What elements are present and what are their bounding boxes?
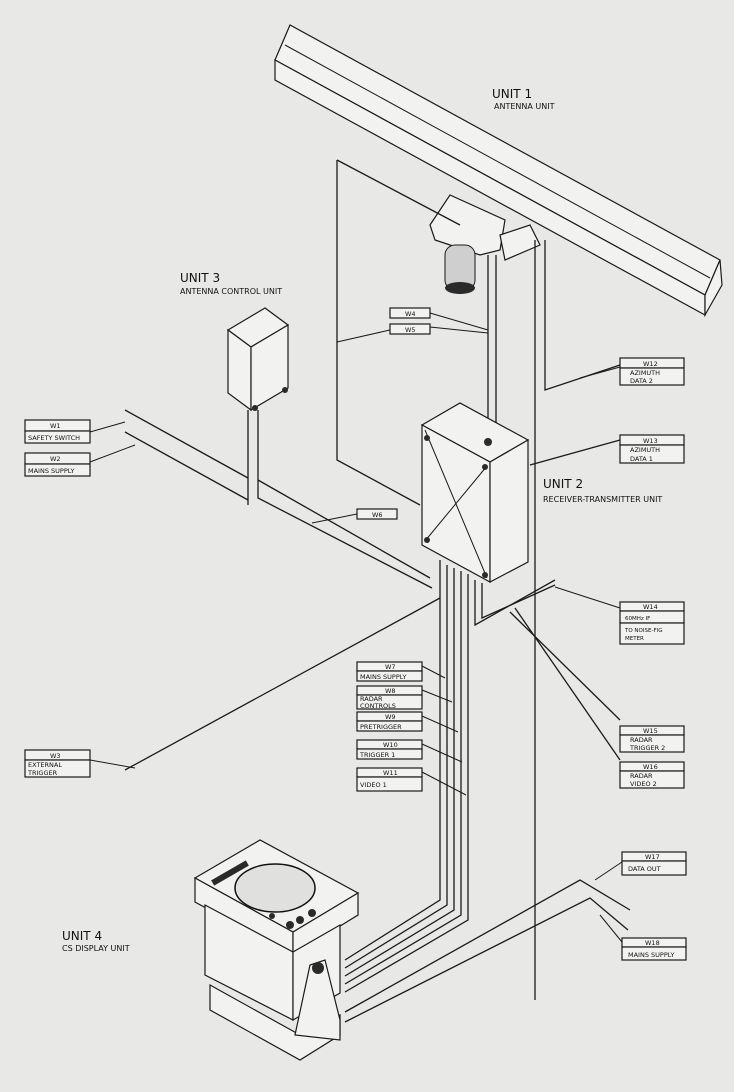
cable-tag-w1: W1 SAFETY SWITCH bbox=[24, 419, 126, 444]
cable-tag-w14: W14 60MHz IF TO NOISE-FIG METER bbox=[554, 586, 685, 645]
w9-id: W9 bbox=[385, 713, 396, 721]
w10-id: W10 bbox=[383, 741, 398, 749]
acu-front bbox=[250, 323, 289, 412]
cable-tag-w11: W11 VIDEO 1 bbox=[356, 767, 467, 796]
w13-id: W13 bbox=[643, 437, 658, 445]
w12-desc1: AZIMUTH bbox=[630, 369, 660, 377]
cable-tag-w7: W7 MAINS SUPPLY bbox=[356, 661, 446, 682]
antenna-bracket bbox=[499, 224, 541, 261]
cable-tag-w13: W13 AZIMUTH DATA 1 bbox=[619, 434, 685, 464]
w14-id: W14 bbox=[643, 603, 658, 611]
w4-id: W4 bbox=[405, 310, 416, 318]
cable-runs bbox=[124, 159, 631, 1023]
cable-tag-w18: W18 MAINS SUPPLY bbox=[599, 914, 687, 961]
w3-desc1: EXTERNAL bbox=[28, 761, 62, 769]
unit1-subtitle: ANTENNA UNIT bbox=[494, 102, 555, 111]
cable-tag-w12: W12 AZIMUTH DATA 2 bbox=[579, 357, 685, 386]
w13-desc2: DATA 1 bbox=[630, 455, 653, 463]
w15-id: W15 bbox=[643, 727, 658, 735]
w9-desc: PRETRIGGER bbox=[360, 723, 402, 731]
display-stand bbox=[294, 959, 341, 1041]
w3-desc2: TRIGGER bbox=[27, 769, 58, 777]
unit1-title: UNIT 1 bbox=[492, 87, 532, 101]
w8-desc1: RADAR bbox=[360, 695, 383, 703]
w6-id: W6 bbox=[372, 511, 383, 519]
w12-desc2: DATA 2 bbox=[630, 377, 653, 385]
cable-tag-w9: W9 PRETRIGGER bbox=[356, 711, 459, 733]
w11-desc: VIDEO 1 bbox=[360, 781, 387, 789]
antenna-array-front bbox=[274, 58, 706, 317]
w12-id: W12 bbox=[643, 360, 658, 368]
unit2-subtitle: RECEIVER-TRANSMITTER UNIT bbox=[543, 495, 662, 504]
unit3-title: UNIT 3 bbox=[180, 271, 220, 285]
w8-id: W8 bbox=[385, 687, 396, 695]
w17-id: W17 bbox=[645, 853, 660, 861]
w1-id: W1 bbox=[50, 422, 61, 430]
w11-id: W11 bbox=[383, 769, 398, 777]
unit2-title: UNIT 2 bbox=[543, 477, 583, 491]
cable-tag-w6: W6 bbox=[311, 508, 398, 524]
cable-tag-w10: W10 TRIGGER 1 bbox=[356, 739, 463, 763]
display-side bbox=[292, 891, 359, 957]
unit4-subtitle: CS DISPLAY UNIT bbox=[62, 944, 130, 953]
w15-desc2: TRIGGER 2 bbox=[629, 744, 665, 752]
display-screen bbox=[234, 863, 316, 913]
w16-id: W16 bbox=[643, 763, 658, 771]
w16-desc1: RADAR bbox=[630, 772, 653, 780]
antenna-control-unit bbox=[226, 307, 290, 412]
cable-tag-w3: W3 EXTERNAL TRIGGER bbox=[24, 749, 136, 778]
antenna-unit bbox=[274, 24, 723, 440]
w5-id: W5 bbox=[405, 326, 416, 334]
cable-tag-w17: W17 DATA OUT bbox=[594, 851, 687, 881]
display-unit bbox=[193, 839, 360, 1061]
w18-desc: MAINS SUPPLY bbox=[628, 951, 675, 959]
antenna-array-end bbox=[704, 259, 723, 318]
w2-desc: MAINS SUPPLY bbox=[28, 467, 75, 475]
w17-desc: DATA OUT bbox=[628, 865, 661, 873]
w8-desc2: CONTROLS bbox=[360, 702, 396, 710]
w15-desc1: RADAR bbox=[630, 736, 653, 744]
cable-tag-w8: W8 RADAR CONTROLS bbox=[356, 685, 453, 710]
w2-id: W2 bbox=[50, 455, 61, 463]
w7-desc: MAINS SUPPLY bbox=[360, 673, 407, 681]
antenna-pedestal bbox=[429, 194, 506, 256]
unit3-subtitle: ANTENNA CONTROL UNIT bbox=[180, 287, 282, 296]
cable-tag-w15: W15 RADAR TRIGGER 2 bbox=[619, 725, 685, 753]
w13-desc1: AZIMUTH bbox=[630, 446, 660, 454]
w16-desc2: VIDEO 2 bbox=[630, 780, 657, 788]
cable-tag-w4: W4 bbox=[389, 307, 489, 331]
w14-desc2: TO NOISE-FIG bbox=[624, 628, 663, 634]
w14-desc1: 60MHz IF bbox=[625, 616, 650, 622]
receiver-transmitter-unit bbox=[420, 402, 530, 584]
antenna-array-top bbox=[274, 24, 721, 296]
w14-desc3: METER bbox=[625, 636, 644, 642]
w1-desc: SAFETY SWITCH bbox=[28, 434, 80, 442]
w3-id: W3 bbox=[50, 752, 61, 760]
w18-id: W18 bbox=[645, 939, 660, 947]
unit4-title: UNIT 4 bbox=[62, 929, 102, 943]
cable-tag-w16: W16 RADAR VIDEO 2 bbox=[619, 761, 685, 789]
cable-tag-w2: W2 MAINS SUPPLY bbox=[24, 444, 136, 477]
cable-tag-w5: W5 bbox=[336, 323, 489, 343]
rtu-front bbox=[489, 438, 529, 583]
w7-id: W7 bbox=[385, 663, 396, 671]
w10-desc: TRIGGER 1 bbox=[359, 751, 395, 759]
